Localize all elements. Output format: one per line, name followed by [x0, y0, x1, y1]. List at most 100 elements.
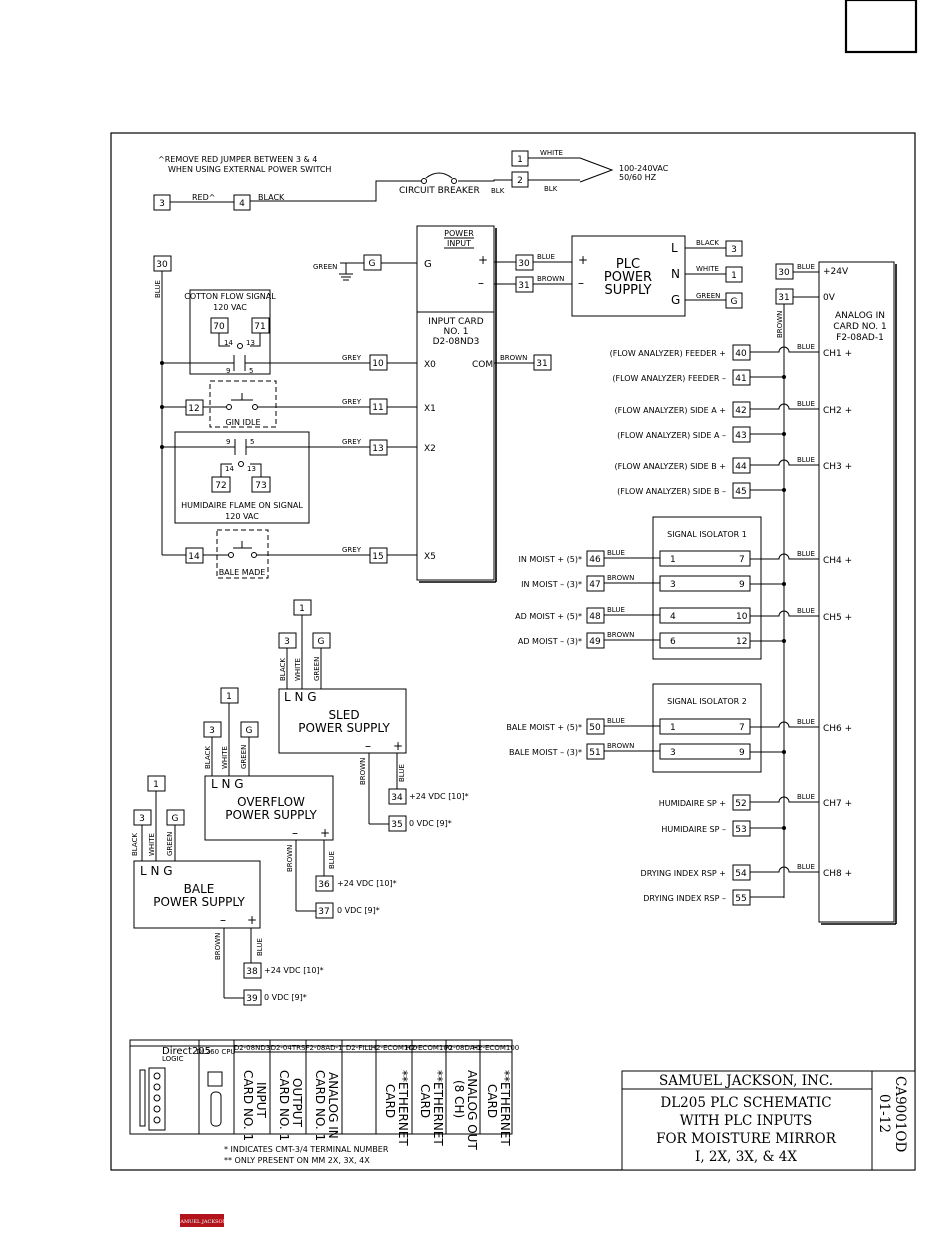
- overflow-title-2: POWER SUPPLY: [225, 808, 317, 822]
- bale-title-1: BALE: [184, 882, 215, 896]
- svg-text:1: 1: [153, 780, 159, 790]
- drawing-number: CA9001OD: [892, 1076, 908, 1153]
- wire-blk-top: BLK: [544, 185, 558, 193]
- analog-ch7: CH7 +: [823, 799, 852, 809]
- humidaire-title: HUMIDAIRE FLAME ON SIGNAL: [181, 501, 303, 510]
- svg-text:31: 31: [536, 359, 547, 369]
- cotton-title: COTTON FLOW SIGNAL: [184, 292, 276, 301]
- svg-text:39: 39: [246, 994, 258, 1004]
- humidaire-13: 13: [247, 465, 256, 473]
- svg-text:50: 50: [589, 723, 601, 733]
- plc-ps-g: G: [671, 293, 680, 307]
- wire-blue-ch3: BLUE: [797, 456, 815, 464]
- channel-wiring: [750, 346, 819, 898]
- plc-rack: [129, 1039, 513, 1135]
- terminal-1-bale: 1: [147, 775, 166, 792]
- svg-text:1: 1: [670, 723, 676, 733]
- terminal-41: 41: [732, 369, 751, 386]
- slot7-label-b: (8 CH): [452, 1080, 466, 1118]
- svg-text:49: 49: [589, 637, 601, 647]
- wire-blue-50: BLUE: [607, 717, 625, 725]
- terminal-73: 73: [251, 476, 271, 493]
- svg-text:1: 1: [670, 555, 676, 565]
- terminal-49: 49: [586, 632, 605, 649]
- plc-ps-title-2: POWER: [604, 270, 652, 285]
- terminal-45: 45: [732, 482, 751, 499]
- terminal-42: 42: [732, 401, 751, 418]
- terminal-1-sled: 1: [293, 599, 312, 616]
- input-x1: X1: [424, 404, 436, 414]
- terminal-10: 10: [369, 354, 388, 371]
- plc-ps-title-1: PLC: [616, 257, 640, 272]
- terminal-g-overflow: G: [240, 721, 259, 738]
- overflow-power-supply: [204, 775, 334, 841]
- wire-blue-ch2: BLUE: [797, 400, 815, 408]
- terminal-1-plc: 1: [725, 266, 743, 283]
- power-input-g: G: [424, 259, 432, 270]
- wire-brown-51: BROWN: [607, 742, 634, 750]
- slot3-header: F2-08AD-1: [305, 1044, 342, 1052]
- slot7-header: F2-08DA-1: [445, 1044, 482, 1052]
- power-input-minus: –: [478, 276, 484, 290]
- svg-text:46: 46: [589, 555, 601, 565]
- svg-text:41: 41: [735, 374, 746, 384]
- humidaire-vac: 120 VAC: [225, 512, 259, 521]
- wire-grey-x0: GREY: [342, 354, 362, 362]
- svg-text:47: 47: [589, 580, 600, 590]
- terminal-31-com: 31: [533, 354, 552, 371]
- label-balemoist-minus: BALE MOIST – (3)*: [509, 748, 582, 757]
- wire-blk-breaker: BLK: [491, 187, 505, 195]
- terminal-g-ground: G: [363, 254, 382, 271]
- svg-text:4: 4: [239, 199, 245, 209]
- wire-green-ground: GREEN: [313, 263, 337, 271]
- power-input-label-2: INPUT: [447, 239, 471, 248]
- svg-text:14: 14: [188, 552, 200, 562]
- terminal-14: 14: [185, 547, 204, 564]
- label-humsp-plus: HUMIDAIRE SP +: [659, 799, 726, 808]
- bale-minus: –: [220, 913, 226, 927]
- wire-white-sled: WHITE: [294, 658, 302, 681]
- svg-text:10: 10: [372, 359, 384, 369]
- terminal-2-top: 2: [511, 171, 529, 188]
- terminal-43: 43: [732, 426, 751, 443]
- svg-text:31: 31: [518, 281, 529, 291]
- slot3-label-b: CARD NO. 1: [313, 1070, 327, 1141]
- rack-brand-sub: LOGIC: [162, 1055, 184, 1063]
- overflow-title-1: OVERFLOW: [237, 795, 305, 809]
- slot6-label-a: **ETHERNET: [431, 1070, 445, 1146]
- wire-blue-ch4: BLUE: [797, 550, 815, 558]
- gin-idle-switch: [209, 380, 277, 428]
- wire-white-plc: WHITE: [696, 265, 719, 273]
- samuel-jackson-logo: SAMUEL JACKSON: [177, 1214, 228, 1227]
- terminal-3-overflow: 3: [203, 721, 222, 738]
- svg-text:40: 40: [735, 349, 747, 359]
- plc-ps-plus: +: [578, 253, 588, 267]
- svg-text:7: 7: [739, 723, 745, 733]
- slot2-header: D2-04TRS: [271, 1044, 306, 1052]
- plc-ps-l: L: [671, 241, 678, 255]
- footnote-2: ** ONLY PRESENT ON MM 2X, 3X, 4X: [224, 1156, 370, 1165]
- terminal-39: 39: [243, 989, 262, 1006]
- svg-text:1: 1: [226, 692, 232, 702]
- slot6-label-b: CARD: [418, 1084, 432, 1118]
- svg-text:44: 44: [735, 462, 747, 472]
- wire-brown-bale: BROWN: [214, 933, 222, 960]
- sled-title-1: SLED: [328, 708, 359, 722]
- wire-green-overflow: GREEN: [240, 745, 248, 769]
- svg-text:15: 15: [372, 552, 383, 562]
- svg-text:43: 43: [735, 431, 746, 441]
- wire-brown-overflow: BROWN: [286, 845, 294, 872]
- sled-power-supply: [278, 688, 407, 754]
- svg-text:35: 35: [391, 820, 402, 830]
- svg-text:12: 12: [188, 404, 199, 414]
- bale-0vdc: 0 VDC [9]*: [264, 993, 307, 1002]
- input-com: COM: [472, 360, 493, 370]
- sled-title-2: POWER SUPPLY: [298, 721, 390, 735]
- terminal-3-sled: 3: [278, 632, 297, 649]
- title-line-2: WITH PLC INPUTS: [680, 1113, 813, 1129]
- terminal-34: 34: [388, 788, 407, 805]
- jumper-note-2: WHEN USING EXTERNAL POWER SWITCH: [168, 165, 331, 174]
- title-line-3: FOR MOISTURE MIRROR: [656, 1131, 837, 1147]
